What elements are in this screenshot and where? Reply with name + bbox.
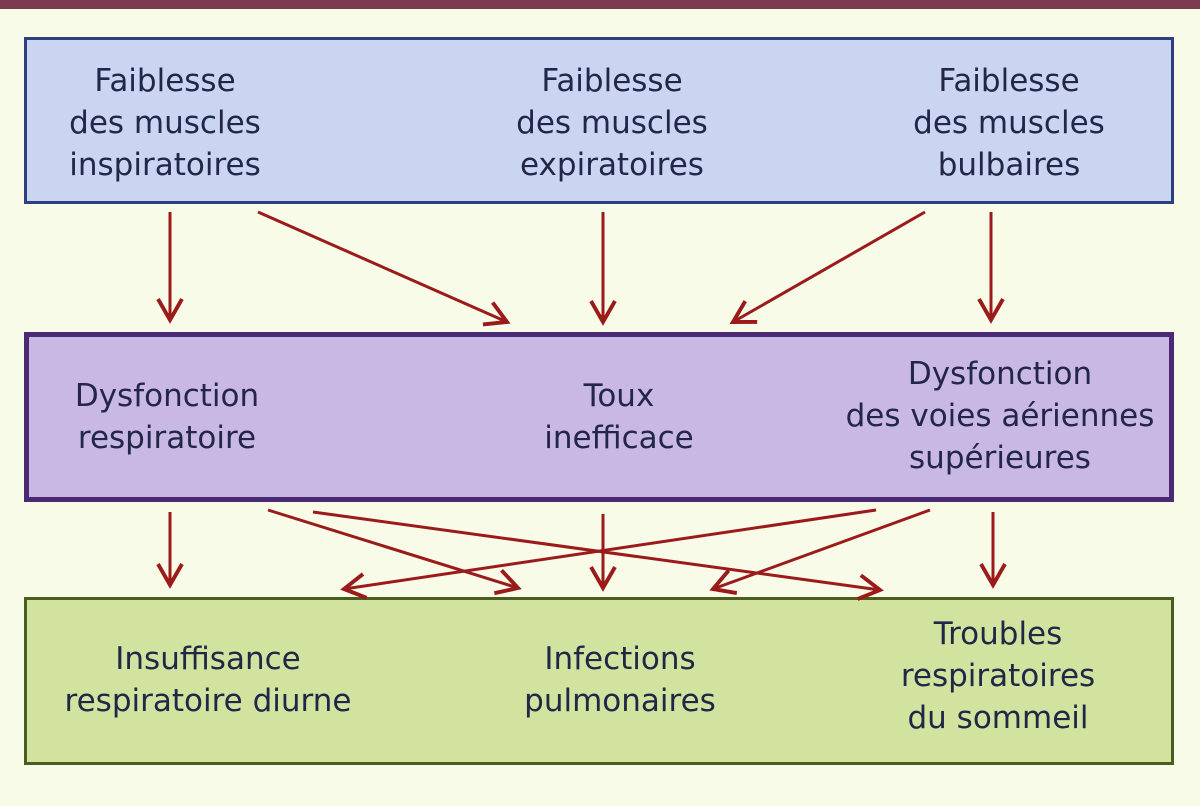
label-line: Dysfonction bbox=[907, 356, 1093, 392]
label-inspiratory-weakness: Faiblesse des muscles inspiratoires bbox=[50, 60, 280, 186]
label-line: respiratoire bbox=[77, 420, 257, 456]
label-upper-airway-dysfunction: Dysfonction des voies aériennes supérieu… bbox=[840, 353, 1160, 479]
label-line: Faiblesse bbox=[938, 63, 1080, 99]
label-line: Faiblesse bbox=[541, 63, 683, 99]
muscle-weakness-box bbox=[24, 37, 1174, 204]
label-line: des muscles bbox=[516, 105, 708, 141]
outcomes-box bbox=[24, 597, 1174, 765]
label-respiratory-dysfunction: Dysfonction respiratoire bbox=[52, 375, 282, 459]
label-line: Infections bbox=[544, 641, 696, 677]
label-line: des muscles bbox=[913, 105, 1105, 141]
label-line: supérieures bbox=[909, 440, 1091, 476]
label-line: pulmonaires bbox=[524, 683, 716, 719]
label-line: inspiratoires bbox=[69, 147, 261, 183]
label-sleep-breathing-disorders: Troubles respiratoires du sommeil bbox=[883, 613, 1113, 739]
label-line: Dysfonction bbox=[74, 378, 260, 414]
label-line: inefficace bbox=[544, 420, 694, 456]
label-line: respiratoires bbox=[900, 658, 1096, 694]
dysfunction-box bbox=[24, 332, 1174, 502]
label-expiratory-weakness: Faiblesse des muscles expiratoires bbox=[497, 60, 727, 186]
arrow-inspiratory-to-cough bbox=[257, 210, 511, 327]
arrow-upper-airway-to-infections bbox=[709, 508, 931, 596]
label-daytime-respiratory-failure: Insuffisance respiratoire diurne bbox=[58, 638, 358, 722]
label-line: Troubles bbox=[933, 616, 1063, 652]
label-line: Toux bbox=[583, 378, 655, 414]
label-ineffective-cough: Toux inefficace bbox=[504, 375, 734, 459]
label-line: du sommeil bbox=[907, 700, 1089, 736]
label-line: bulbaires bbox=[937, 147, 1081, 183]
label-line: des voies aériennes bbox=[845, 398, 1155, 434]
arrow-resp-dysfunction-to-infections bbox=[267, 508, 522, 596]
label-line: Insuffisance bbox=[115, 641, 301, 677]
top-rule bbox=[0, 0, 1200, 9]
label-pulmonary-infections: Infections pulmonaires bbox=[505, 638, 735, 722]
label-line: Faiblesse bbox=[94, 63, 236, 99]
label-line: des muscles bbox=[69, 105, 261, 141]
label-line: respiratoire diurne bbox=[64, 683, 352, 719]
label-line: expiratoires bbox=[520, 147, 704, 183]
arrow-bulbar-to-cough bbox=[729, 210, 926, 324]
arrow-upper-airway-to-daytime-failure bbox=[340, 508, 877, 600]
label-bulbar-weakness: Faiblesse des muscles bulbaires bbox=[894, 60, 1124, 186]
